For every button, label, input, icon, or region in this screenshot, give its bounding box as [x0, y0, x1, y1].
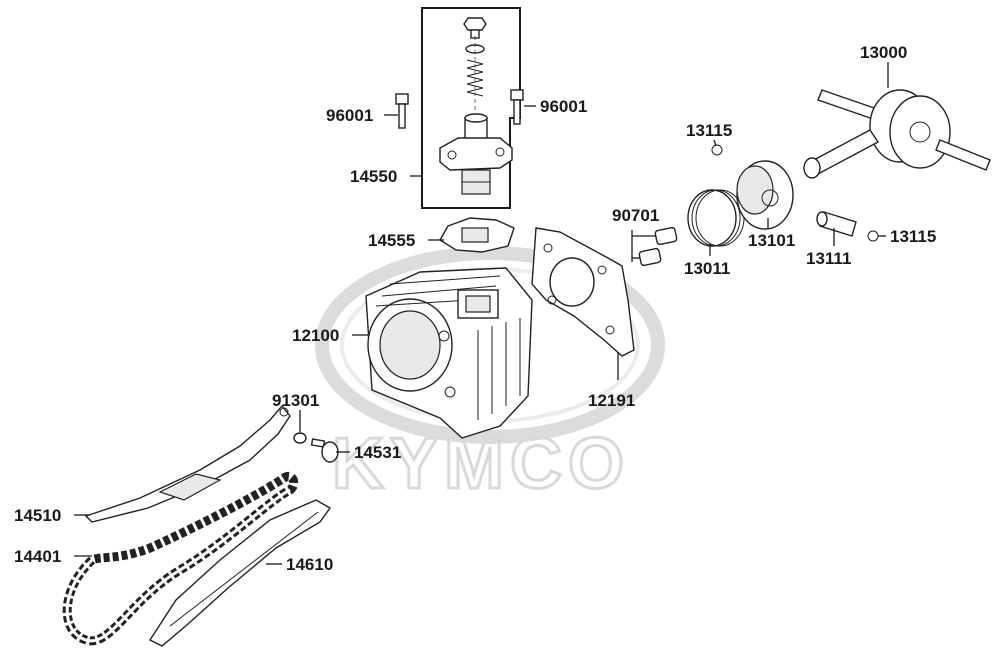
- label-14401: 14401: [14, 547, 61, 566]
- dowel-pin-upper: [654, 226, 678, 246]
- piston-ring-set: [687, 189, 745, 247]
- label-14555: 14555: [368, 231, 415, 250]
- tensioner-bolt-top: [463, 17, 487, 39]
- circlip-upper: [711, 144, 723, 156]
- label-13111: 13111: [806, 249, 851, 268]
- bolt-96001-left: [395, 93, 409, 129]
- label-13000: 13000: [860, 43, 907, 62]
- label-12191: 12191: [588, 391, 635, 410]
- tensioner-frame: [421, 7, 521, 209]
- piston-pin: [816, 211, 857, 237]
- label-14550: 14550: [350, 167, 397, 186]
- label-96001-left: 96001: [326, 106, 373, 125]
- kymco-watermark: KYMCO: [315, 246, 665, 506]
- watermark-text: KYMCO: [332, 424, 630, 504]
- dowel-pin-lower: [638, 247, 662, 267]
- label-91301: 91301: [272, 391, 319, 410]
- cam-chain: [62, 472, 299, 646]
- bolt-96001-right: [510, 89, 524, 125]
- tensioner-gasket: [439, 217, 515, 253]
- cylinder-gasket: [531, 227, 635, 357]
- label-14510: 14510: [14, 506, 61, 525]
- label-13115-upper: 13115: [686, 121, 732, 140]
- cylinder-block: [365, 267, 533, 439]
- label-96001-right: 96001: [540, 97, 587, 116]
- label-13011: 13011: [684, 259, 730, 278]
- label-14610: 14610: [286, 555, 333, 574]
- label-14531: 14531: [354, 443, 401, 462]
- washer-91301: [293, 432, 307, 444]
- chain-guide-14610: [148, 499, 332, 647]
- crankshaft: [803, 89, 991, 179]
- piston: [736, 160, 794, 230]
- leader-lines: [74, 62, 889, 565]
- tensioner-body: [439, 113, 513, 195]
- label-90701: 90701: [612, 206, 659, 225]
- label-12100: 12100: [292, 326, 339, 345]
- chain-guide-14510: [84, 404, 291, 523]
- label-13101: 13101: [748, 231, 795, 250]
- circlip-lower: [867, 230, 879, 242]
- label-13115-lower: 13115: [890, 227, 936, 246]
- part-labels: 96001 96001 14550 14555 12100 12191 9070…: [14, 43, 936, 574]
